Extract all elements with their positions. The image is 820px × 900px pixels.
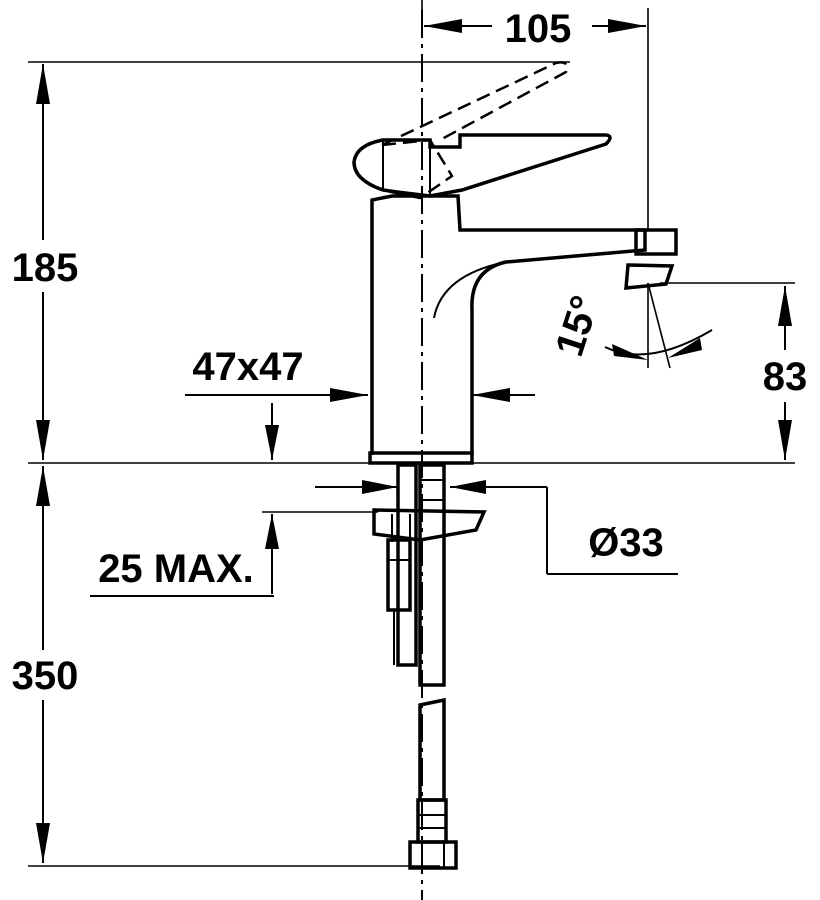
dimension-spout-angle: 15° (547, 282, 713, 369)
hole-diameter-label: Ø33 (588, 521, 664, 565)
below-deck-label: 350 (12, 654, 79, 698)
height-above-deck-label: 185 (12, 246, 79, 290)
max-deck-thickness-label: 25 MAX. (98, 547, 254, 591)
dimension-max-deck-thickness: 25 MAX. (90, 403, 378, 597)
spout-reach-label: 105 (505, 7, 572, 51)
dimension-body-section: 47x47 (185, 345, 535, 402)
supply-hose-lower (408, 697, 458, 870)
outlet-height-label: 83 (763, 355, 808, 399)
dimension-below-deck: 350 (12, 466, 440, 867)
faucet-body (368, 194, 647, 465)
dimension-hole-diameter: Ø33 (315, 480, 678, 575)
mounting-bracket (372, 508, 487, 542)
threaded-rod (386, 463, 418, 667)
body-section-label: 47x47 (192, 345, 303, 389)
supply-hose-upper (418, 463, 446, 687)
lever-handle (352, 133, 612, 198)
dimension-spout-reach: 105 (421, 0, 649, 230)
aerator (624, 228, 678, 290)
dimension-height-above-deck: 185 (12, 61, 570, 460)
dimension-outlet-height: 83 (660, 282, 808, 460)
lever-alternate-position (381, 61, 569, 200)
spout-angle-label: 15° (547, 290, 608, 361)
